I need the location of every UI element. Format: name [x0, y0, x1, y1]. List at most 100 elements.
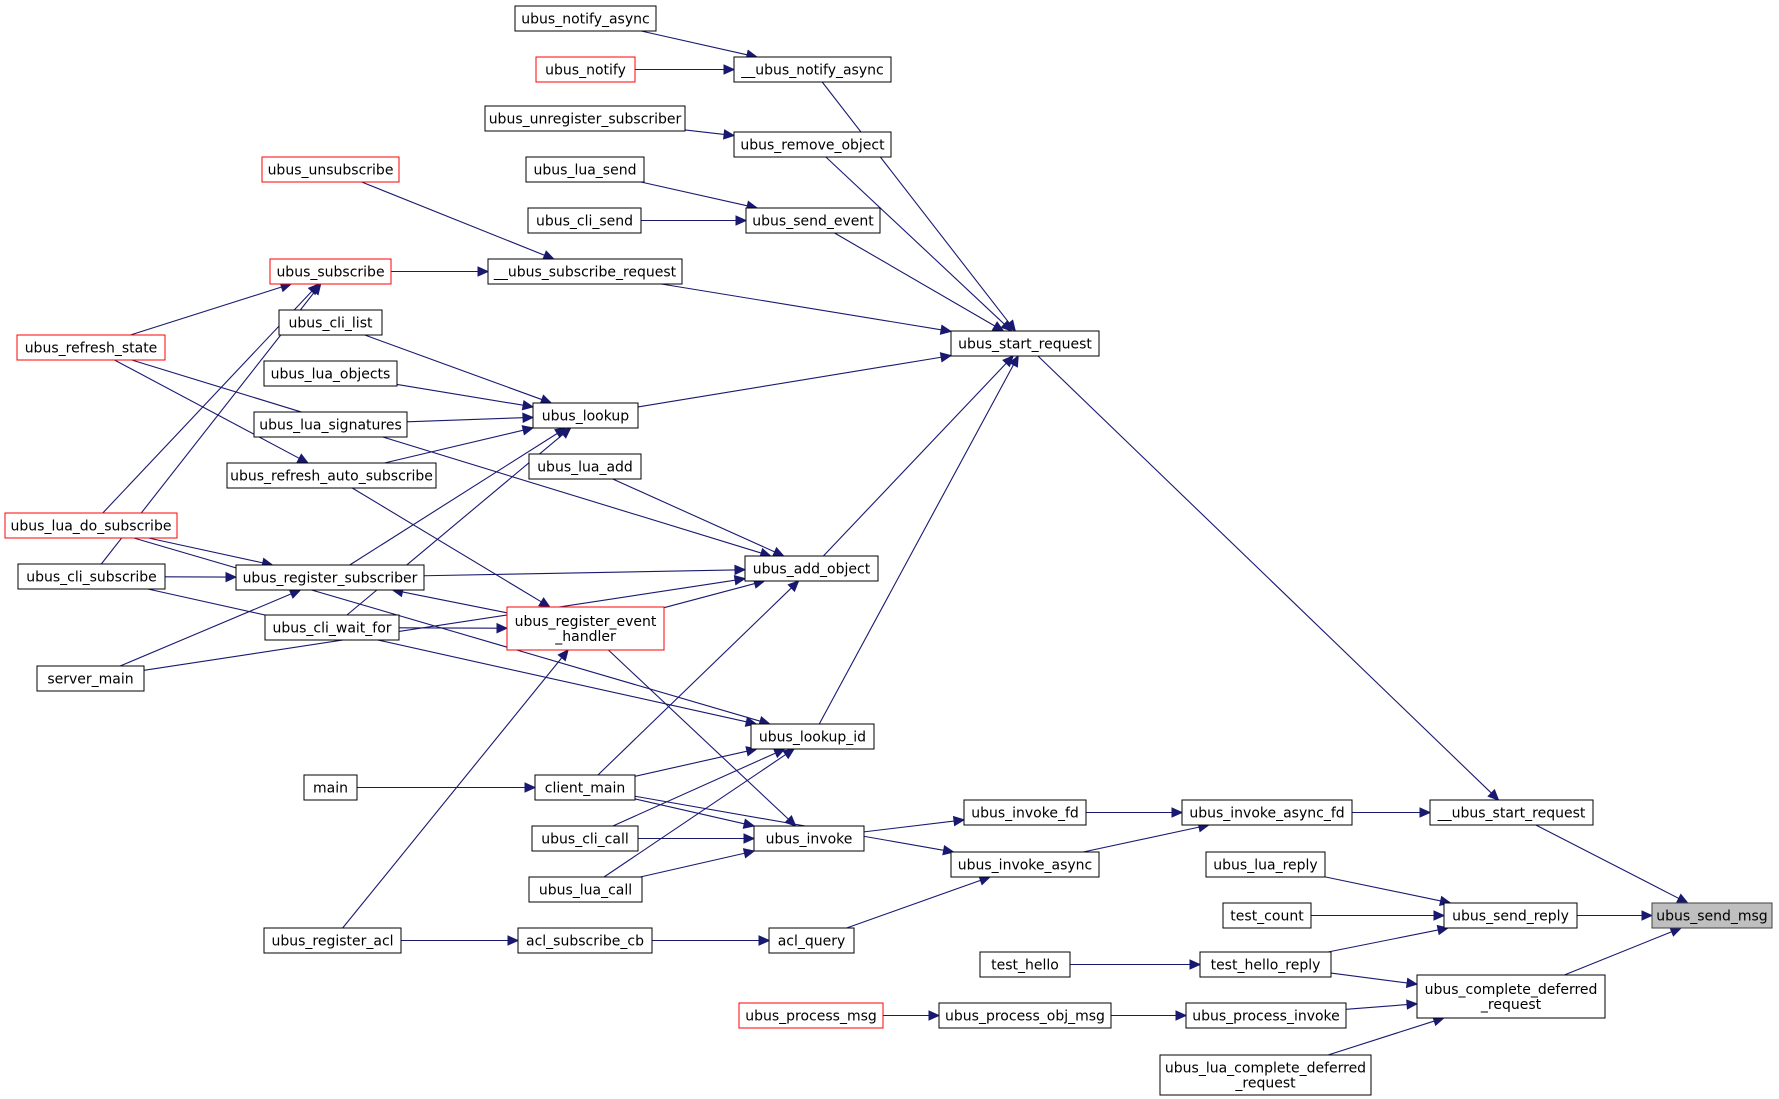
node-label: ubus_register_event_handler — [515, 614, 657, 645]
node-ubus-start-request[interactable]: ubus_start_request — [950, 330, 1100, 357]
node-ubus-lua-do-subscribe[interactable]: ubus_lua_do_subscribe — [4, 512, 178, 539]
edge-ubus-invoke-to-ubus-invoke-fd — [863, 815, 966, 833]
node-box — [506, 606, 665, 651]
node-ubus-send-msg[interactable]: ubus_send_msg — [1651, 902, 1773, 929]
edge-ubus-invoke-async-to-ubus-invoke-async-fd — [1083, 822, 1210, 853]
node-ubus-subscribe-request[interactable]: __ubus_subscribe_request — [487, 258, 683, 285]
edge-ubus-start-request-to-ubus-start-request — [1037, 355, 1500, 801]
node-box — [528, 876, 643, 903]
node-label: ubus_cli_wait_for — [272, 621, 391, 637]
node-ubus-refresh-state[interactable]: ubus_refresh_state — [16, 334, 166, 361]
arrowhead-icon — [559, 427, 572, 439]
node-ubus-unregister-subscriber[interactable]: ubus_unregister_subscriber — [484, 105, 686, 132]
edge-line — [423, 569, 736, 577]
edge-ubus-register-subscriber-to-ubus-add-object — [423, 564, 747, 577]
edge-line — [384, 429, 524, 464]
edge-ubus-invoke-async-fd-to-ubus-start-request — [1352, 807, 1432, 818]
arrowhead-icon — [477, 266, 490, 277]
node-test-hello-reply[interactable]: test_hello_reply — [1199, 951, 1332, 978]
edge-main-to-client-main — [357, 782, 537, 793]
node-ubus-invoke-async[interactable]: ubus_invoke_async — [950, 851, 1100, 878]
node-ubus-lua-send[interactable]: ubus_lua_send — [525, 156, 645, 183]
node-ubus-invoke-fd[interactable]: ubus_invoke_fd — [963, 799, 1087, 826]
node-box — [738, 1002, 884, 1029]
node-ubus-complete-deferred-request[interactable]: ubus_complete_deferred_request — [1416, 974, 1606, 1019]
node-box — [487, 258, 683, 285]
node-box — [1199, 951, 1332, 978]
node-ubus-invoke-async-fd[interactable]: ubus_invoke_async_fd — [1181, 799, 1353, 826]
node-ubus-lua-signatures[interactable]: ubus_lua_signatures — [253, 411, 408, 438]
node-box — [745, 207, 881, 234]
edge-line — [119, 593, 292, 667]
node-ubus-lua-call[interactable]: ubus_lua_call — [528, 876, 643, 903]
node-box — [17, 563, 166, 590]
node-label: server_main — [47, 672, 133, 688]
node-label: ubus_lua_signatures — [259, 418, 402, 434]
node-ubus-cli-call[interactable]: ubus_cli_call — [531, 825, 639, 852]
node-box — [16, 334, 166, 361]
node-ubus-notify-async[interactable]: __ubus_notify_async — [733, 56, 892, 83]
node-ubus-invoke[interactable]: ubus_invoke — [753, 825, 865, 852]
node-label: ubus_notify_async — [521, 12, 649, 28]
node-ubus-process-msg[interactable]: ubus_process_msg — [738, 1002, 884, 1029]
node-ubus-cli-subscribe[interactable]: ubus_cli_subscribe — [17, 563, 166, 590]
node-ubus-subscribe[interactable]: ubus_subscribe — [269, 258, 392, 285]
arrowhead-icon — [288, 589, 302, 599]
edge-line — [147, 588, 747, 723]
node-client-main[interactable]: client_main — [534, 774, 636, 801]
node-box — [263, 360, 398, 387]
edge-line — [1330, 972, 1408, 984]
node-test-hello[interactable]: test_hello — [979, 951, 1071, 978]
node-ubus-add-object[interactable]: ubus_add_object — [744, 555, 879, 582]
node-ubus-process-obj-msg[interactable]: ubus_process_obj_msg — [938, 1002, 1112, 1029]
edge-ubus-cli-call-to-ubus-invoke — [638, 833, 756, 844]
node-label: ubus_unsubscribe — [268, 163, 394, 179]
node-ubus-lua-reply[interactable]: ubus_lua_reply — [1205, 851, 1326, 878]
node-ubus-refresh-auto-subscribe[interactable]: ubus_refresh_auto_subscribe — [226, 462, 437, 489]
node-ubus-lua-add[interactable]: ubus_lua_add — [528, 453, 642, 480]
arrowhead-icon — [1000, 319, 1013, 332]
arrowhead-icon — [784, 815, 797, 827]
node-ubus-cli-send[interactable]: ubus_cli_send — [527, 207, 642, 234]
node-box — [753, 825, 865, 852]
node-ubus-cli-list[interactable]: ubus_cli_list — [278, 309, 383, 336]
node-label: ubus_register_acl — [271, 934, 393, 950]
node-box — [226, 462, 437, 489]
arrowhead-icon — [939, 324, 953, 335]
node-ubus-process-invoke[interactable]: ubus_process_invoke — [1185, 1002, 1347, 1029]
arrowhead-icon — [1487, 788, 1500, 801]
node-ubus-start-request[interactable]: __ubus_start_request — [1429, 799, 1594, 826]
node-ubus-lua-complete-deferred-request[interactable]: ubus_lua_complete_deferred_request — [1159, 1054, 1372, 1096]
node-ubus-send-reply[interactable]: ubus_send_reply — [1443, 902, 1578, 929]
node-ubus-register-subscriber[interactable]: ubus_register_subscriber — [235, 564, 425, 591]
node-acl-subscribe-cb[interactable]: acl_subscribe_cb — [517, 927, 653, 954]
node-ubus-unsubscribe[interactable]: ubus_unsubscribe — [261, 156, 400, 183]
edge-line — [1327, 929, 1439, 953]
node-acl-query[interactable]: acl_query — [768, 927, 855, 954]
node-label: ubus_process_invoke — [1192, 1009, 1340, 1025]
node-ubus-lookup[interactable]: ubus_lookup — [532, 402, 639, 429]
node-test-count[interactable]: test_count — [1222, 902, 1312, 929]
node-ubus-notify-async[interactable]: ubus_notify_async — [514, 5, 657, 32]
node-main[interactable]: main — [303, 774, 358, 801]
node-label: ubus_process_obj_msg — [945, 1009, 1105, 1025]
node-ubus-cli-wait-for[interactable]: ubus_cli_wait_for — [264, 614, 400, 641]
node-ubus-lua-objects[interactable]: ubus_lua_objects — [263, 360, 398, 387]
edge-client-main-to-ubus-invoke — [634, 798, 756, 829]
arrowhead-icon — [225, 571, 238, 583]
arrowhead-icon — [542, 250, 555, 261]
node-label: ubus_lua_reply — [1213, 858, 1317, 874]
node-label: ubus_register_subscriber — [243, 571, 418, 587]
node-ubus-lookup-id[interactable]: ubus_lookup_id — [750, 723, 875, 750]
node-ubus-send-event[interactable]: ubus_send_event — [745, 207, 881, 234]
arrowhead-icon — [1675, 893, 1689, 904]
node-ubus-register-acl[interactable]: ubus_register_acl — [263, 927, 402, 954]
node-ubus-notify[interactable]: ubus_notify — [535, 56, 636, 83]
node-box — [263, 927, 402, 954]
node-label: ubus_add_object — [753, 562, 871, 578]
node-server-main[interactable]: server_main — [36, 665, 145, 692]
node-ubus-register-event-handler[interactable]: ubus_register_event_handler — [506, 606, 665, 651]
node-box — [733, 56, 892, 83]
node-ubus-remove-object[interactable]: ubus_remove_object — [733, 131, 892, 158]
node-box — [1429, 799, 1594, 826]
